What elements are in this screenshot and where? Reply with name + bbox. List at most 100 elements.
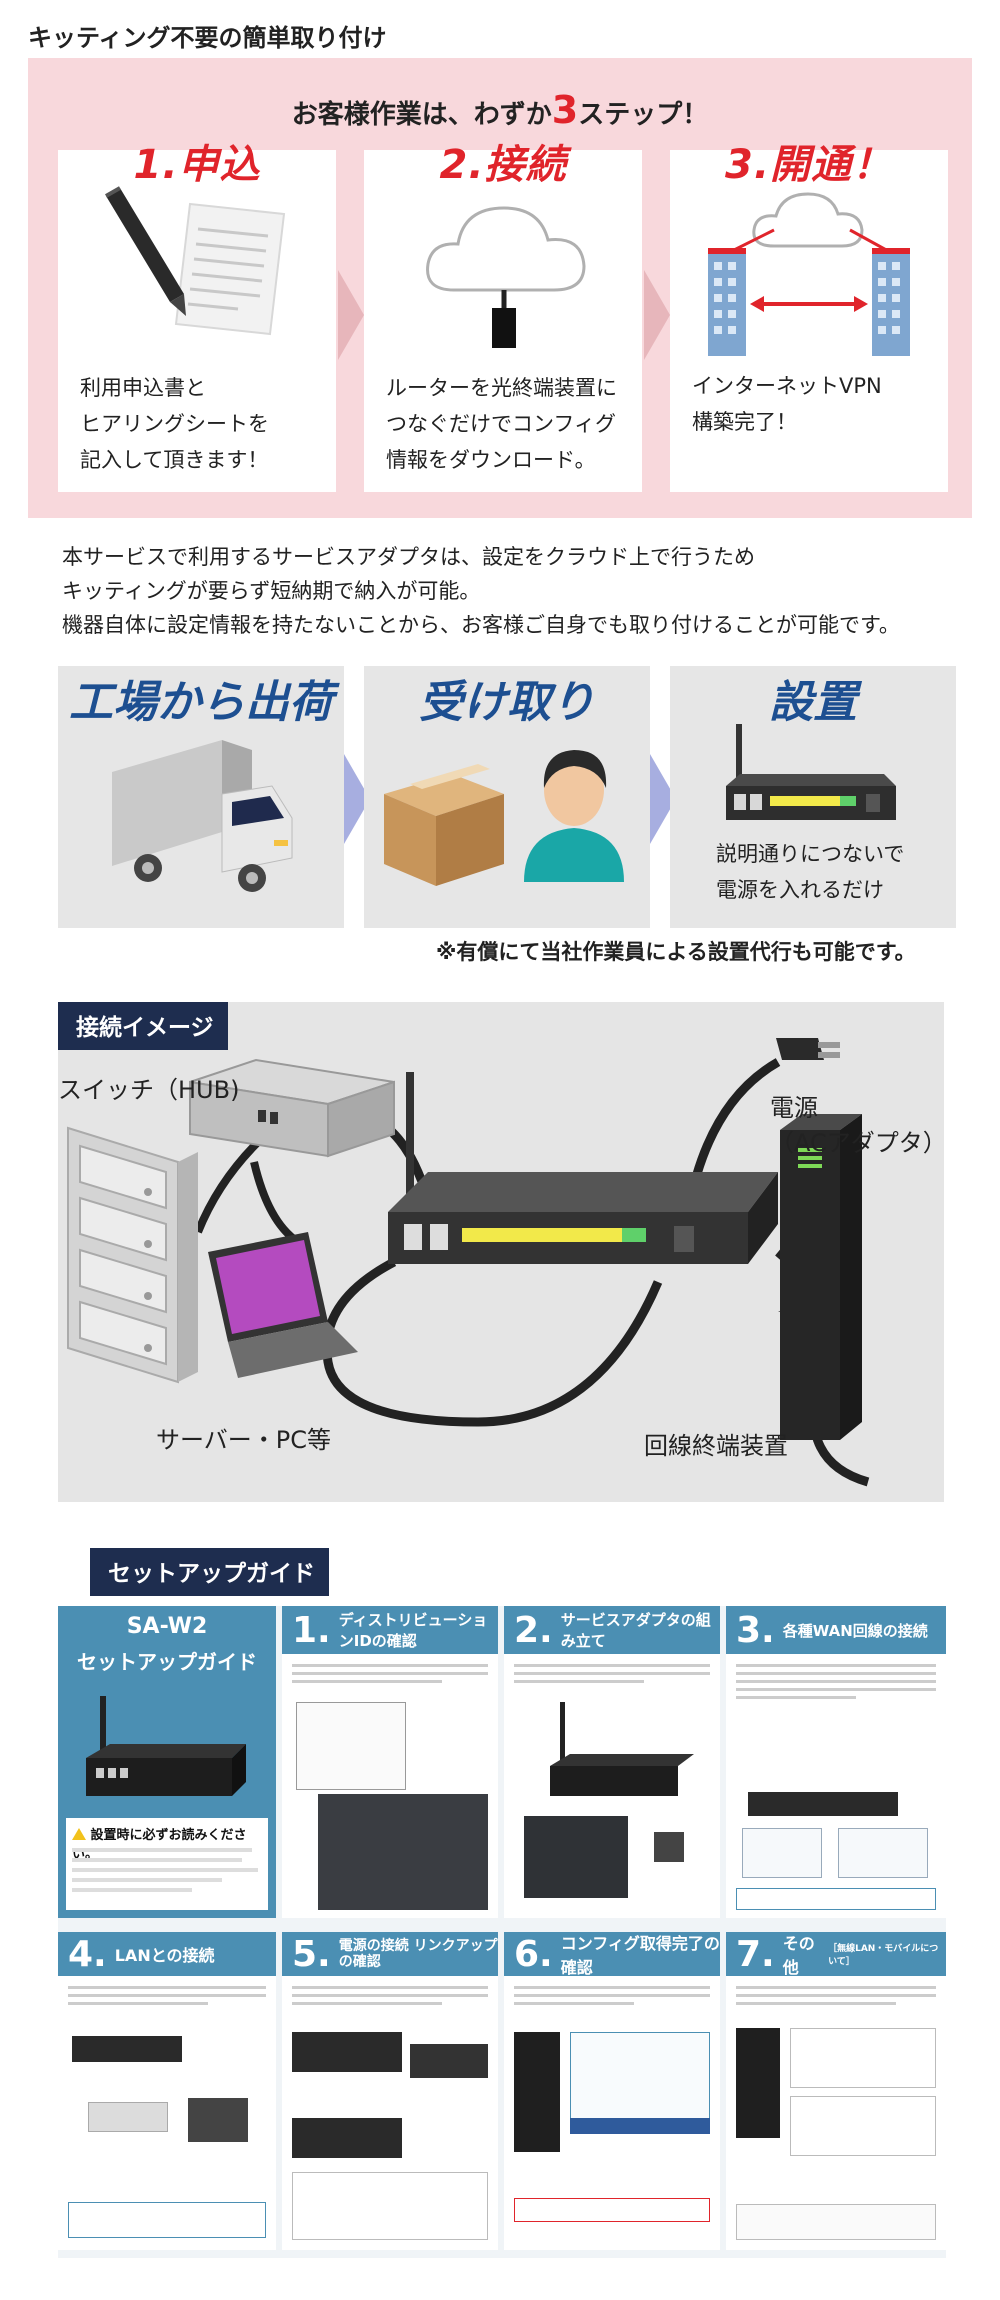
guide-panel-6: 6.コンフィグ取得完了の確認 bbox=[504, 1932, 720, 2250]
person-icon bbox=[524, 750, 624, 882]
status-bar bbox=[570, 2118, 710, 2134]
power-label: 電源 （ACアダプタ） bbox=[770, 1094, 947, 1157]
switch-hub-icon bbox=[189, 1058, 395, 1158]
panel-fine-print bbox=[292, 1986, 488, 2010]
chevron-right-icon bbox=[338, 270, 364, 360]
router-icon bbox=[86, 1696, 246, 1796]
step-text: インターネットVPN 構築完了！ bbox=[692, 374, 882, 434]
intro-number: 3 bbox=[551, 88, 579, 132]
service-description: 本サービスで利用するサービスアダプタは、設定をクラウド上で行うため キッティング… bbox=[62, 545, 900, 637]
card-factory-ship: 工場から出荷 bbox=[58, 666, 344, 928]
warning-fine-print bbox=[72, 1848, 262, 1892]
panel-title: ディストリビューションIDの確認 bbox=[338, 1611, 488, 1650]
truck-icon bbox=[112, 740, 293, 892]
router-icon bbox=[726, 724, 896, 820]
package-icon bbox=[384, 764, 504, 886]
panel-note-box bbox=[68, 2202, 266, 2238]
device-front-image bbox=[514, 2032, 560, 2152]
cover-title: セットアップガイド bbox=[77, 1650, 257, 1674]
panel-title: 電源の接続 リンクアップの確認 bbox=[338, 1938, 498, 1970]
chevron-right-icon bbox=[650, 754, 676, 844]
switch-label: スイッチ（HUB) bbox=[58, 1076, 240, 1104]
router-image bbox=[72, 2036, 182, 2062]
vpn-buildings-icon bbox=[708, 192, 910, 356]
device-bottom-image bbox=[318, 1794, 488, 1910]
ac-adapter-icon bbox=[776, 1038, 840, 1060]
panel-title: その他 bbox=[782, 1934, 815, 1977]
application-form-icon bbox=[105, 186, 286, 336]
laptop-image bbox=[188, 2098, 248, 2142]
panel-fine-print bbox=[292, 1664, 488, 1688]
label-sticker-image bbox=[296, 1702, 406, 1790]
step-text: 利用申込書と ヒアリングシートを 記入して頂きます！ bbox=[80, 376, 269, 472]
card-title: 工場から出荷 bbox=[69, 677, 333, 728]
step-card-connect: 2.接続 ルーターを光終端装置に つなぐだけでコンフィグ 情報をダウンロード。 bbox=[364, 142, 642, 492]
panel-subtitle: ［無線LAN・モバイルについて］ bbox=[828, 1944, 939, 1967]
step-title: 1.申込 bbox=[133, 142, 261, 188]
mobile-led-table bbox=[790, 2096, 936, 2156]
building-icon bbox=[872, 248, 910, 356]
step-title: 3.開通！ bbox=[724, 142, 894, 188]
card-text: 説明通りにつないで 電源を入れるだけ bbox=[716, 842, 905, 902]
panel-fine-print bbox=[736, 1664, 936, 1704]
led-table bbox=[292, 2172, 488, 2240]
server-label: サーバー・PC等 bbox=[156, 1426, 331, 1454]
part-closeup-image bbox=[654, 1832, 684, 1862]
panel-note-box bbox=[736, 1888, 936, 1910]
card-install: 設置 説明通りにつないで 電源を入れるだけ bbox=[670, 666, 956, 928]
onu-device-image bbox=[838, 1828, 928, 1878]
panel-title: 各種WAN回線の接続 bbox=[782, 1621, 928, 1640]
router-image bbox=[292, 2032, 402, 2072]
laptop-icon bbox=[208, 1232, 358, 1378]
panel-title: サービスアダプタの組み立て bbox=[560, 1611, 711, 1650]
guide-panel-5: 5.電源の接続 リンクアップの確認 bbox=[282, 1932, 498, 2250]
cloud-cable-icon bbox=[426, 206, 586, 348]
connection-image-tag: 接続イメージ bbox=[58, 1002, 228, 1050]
panel-fine-print bbox=[514, 1986, 710, 2010]
chevron-right-icon bbox=[344, 754, 370, 844]
contact-box bbox=[736, 2204, 936, 2240]
panel-note-box bbox=[514, 2198, 710, 2222]
panel-title: LANとの接続 bbox=[114, 1946, 215, 1965]
step-text: ルーターを光終端装置に つなぐだけでコンフィグ 情報をダウンロード。 bbox=[386, 376, 617, 472]
wlan-led-table bbox=[790, 2028, 936, 2088]
step-card-open: 3.開通！ インターネットVPN 構築完了！ bbox=[670, 142, 948, 492]
cover-warning-box: 設置時に必ずお読みください。 bbox=[66, 1818, 268, 1910]
led-status-box bbox=[570, 2032, 710, 2132]
device-bottom-image bbox=[524, 1816, 628, 1898]
guide-panel-2: 2.サービスアダプタの組み立て bbox=[504, 1606, 720, 1918]
server-icon bbox=[67, 1126, 198, 1384]
intro-before: お客様作業は、わずか bbox=[291, 100, 552, 130]
step-card-apply: 1.申込 利用申込書と ヒアリングシートを 記入して頂きます！ bbox=[58, 142, 336, 492]
panel-title: コンフィグ取得完了の確認 bbox=[560, 1934, 720, 1977]
intro-after: ステップ！ bbox=[578, 100, 709, 130]
diagram-drawing bbox=[67, 1038, 870, 1487]
cover-brand: SA-W2 bbox=[126, 1614, 208, 1639]
setup-guide-sheet: SA-W2 セットアップガイド 設置時に必ずお読みください。 1.ディスト bbox=[58, 1606, 946, 2258]
router-image bbox=[292, 2118, 402, 2158]
router-icon bbox=[388, 1072, 778, 1264]
steps-intro: お客様作業は、わずか3ステップ！ bbox=[0, 88, 1000, 132]
building-icon bbox=[708, 248, 746, 356]
guide-cover: SA-W2 セットアップガイド 設置時に必ずお読みください。 bbox=[58, 1606, 276, 1918]
kitting-title: キッティング不要の簡単取り付け bbox=[28, 24, 387, 52]
warning-icon bbox=[72, 1828, 86, 1840]
onu-label: 回線終端装置 bbox=[644, 1432, 788, 1460]
card-title: 受け取り bbox=[419, 677, 595, 728]
router-image bbox=[410, 2044, 488, 2078]
panel-fine-print bbox=[514, 1664, 710, 1688]
guide-panel-3: 3.各種WAN回線の接続 bbox=[726, 1606, 946, 1918]
onu-icon bbox=[778, 1114, 862, 1440]
step-title: 2.接続 bbox=[439, 142, 567, 188]
switch-image bbox=[88, 2102, 168, 2132]
card-title: 設置 bbox=[769, 677, 857, 728]
router-icon bbox=[550, 1702, 694, 1796]
device-front-image bbox=[736, 2028, 780, 2138]
mobile-device-image bbox=[742, 1828, 822, 1878]
pen-icon bbox=[105, 186, 186, 316]
setup-guide-tag: セットアップガイド bbox=[90, 1548, 329, 1596]
connection-diagram: 接続イメージ スイッチ（HUB) 電源 （ACアダプタ） サーバー・PC等 回線… bbox=[58, 1002, 947, 1502]
card-receive: 受け取り bbox=[364, 666, 650, 928]
guide-panel-7: 7.その他［無線LAN・モバイルについて］ bbox=[726, 1932, 946, 2250]
router-image bbox=[748, 1792, 898, 1816]
